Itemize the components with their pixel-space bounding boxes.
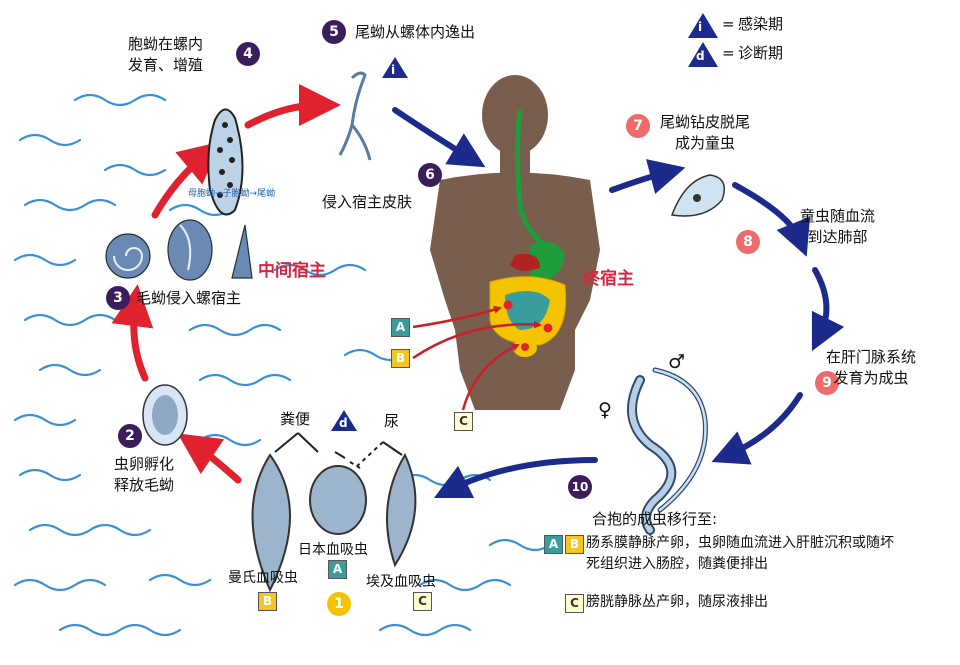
- legend-infection-eq: =: [722, 15, 735, 33]
- step8-label: 童虫随血流 到达肺部: [800, 207, 876, 246]
- step-1-number: 1: [327, 592, 351, 616]
- step-4-number: 4: [236, 42, 260, 66]
- legend-diagnosis-label: 诊断期: [738, 44, 784, 62]
- step10-title: 合抱的成虫移行至:: [592, 510, 718, 528]
- badge-c-body: C: [454, 412, 473, 431]
- step10-ab-text: 肠系膜静脉产卵，虫卵随血流进入肝脏沉积或随坏 死组织进入肠腔，随粪便排出: [586, 535, 894, 572]
- step-6-number: 6: [418, 163, 442, 187]
- schistosomulum: [670, 174, 725, 217]
- badge-a-egg: A: [328, 560, 347, 579]
- urine-label: 尿: [384, 412, 400, 430]
- legend-diagnosis-eq: =: [722, 44, 735, 62]
- human-body: [430, 75, 600, 410]
- step10-c-text: 膀胱静脉丛产卵，随尿液排出: [586, 594, 768, 610]
- step-8-number: 8: [736, 230, 760, 254]
- badge-a-step10: A: [544, 535, 563, 554]
- badge-b-body: B: [391, 349, 410, 368]
- egg-haematobium-label: 埃及血吸虫: [366, 574, 436, 590]
- step2-label: 虫卵孵化 释放毛蚴: [114, 455, 175, 494]
- organ-pointers: [412, 305, 542, 411]
- snails: [105, 219, 253, 281]
- male-symbol: ♂: [668, 351, 686, 373]
- step5-infection-letter: i: [391, 63, 396, 77]
- badge-c-step10: C: [565, 594, 584, 613]
- feces-label: 粪便: [280, 410, 311, 428]
- egg-mansoni-label: 曼氏血吸虫: [228, 570, 298, 586]
- step-3-number: 3: [106, 286, 130, 310]
- sporocyst-chain-label: 母胞蚴→子胞蚴→尾蚴: [188, 189, 276, 199]
- eggs: [251, 452, 417, 593]
- red-arrows: [111, 84, 341, 484]
- intermediate-host-label: 中间宿主: [258, 261, 326, 281]
- miracidium-egg: [142, 384, 188, 446]
- step-9-number: 9: [815, 371, 839, 395]
- badge-c-egg: C: [413, 592, 432, 611]
- digestive-tract: [489, 109, 567, 357]
- step6-label: 侵入宿主皮肤: [322, 193, 413, 211]
- badge-a-body: A: [391, 318, 410, 337]
- step7-label: 尾蚴钻皮脱尾 成为童虫: [660, 113, 751, 152]
- step3-label: 毛蚴侵入螺宿主: [136, 289, 242, 307]
- blue-arrows: [392, 107, 845, 499]
- adult-worms: [627, 367, 708, 535]
- legend-infection-label: 感染期: [738, 15, 784, 33]
- legend-shapes: [331, 13, 718, 431]
- definitive-host-label: 终宿主: [583, 269, 634, 289]
- sporocyst: [207, 108, 244, 216]
- water-waves: [13, 93, 552, 637]
- step-10-number: 10: [568, 475, 592, 499]
- legend-infection-letter: i: [698, 20, 703, 34]
- female-symbol: ♀: [598, 399, 612, 421]
- step9-label: 在肝门脉系统 发育为成虫: [826, 348, 917, 387]
- cercaria: [338, 71, 372, 161]
- egg-japonicum-label: 日本血吸虫: [298, 542, 368, 558]
- step-5-number: 5: [322, 20, 346, 44]
- badge-b-step10: B: [565, 535, 584, 554]
- step5-label: 尾蚴从螺体内逸出: [355, 23, 476, 41]
- step-7-number: 7: [626, 114, 650, 138]
- feces-diagnosis-letter: d: [339, 416, 348, 430]
- step-2-number: 2: [118, 424, 142, 448]
- badge-b-egg: B: [258, 592, 277, 611]
- step4-label: 胞蚴在螺内 发育、增殖: [128, 35, 204, 74]
- excretion-lines: [274, 432, 403, 469]
- legend-diagnosis-letter: d: [696, 49, 705, 63]
